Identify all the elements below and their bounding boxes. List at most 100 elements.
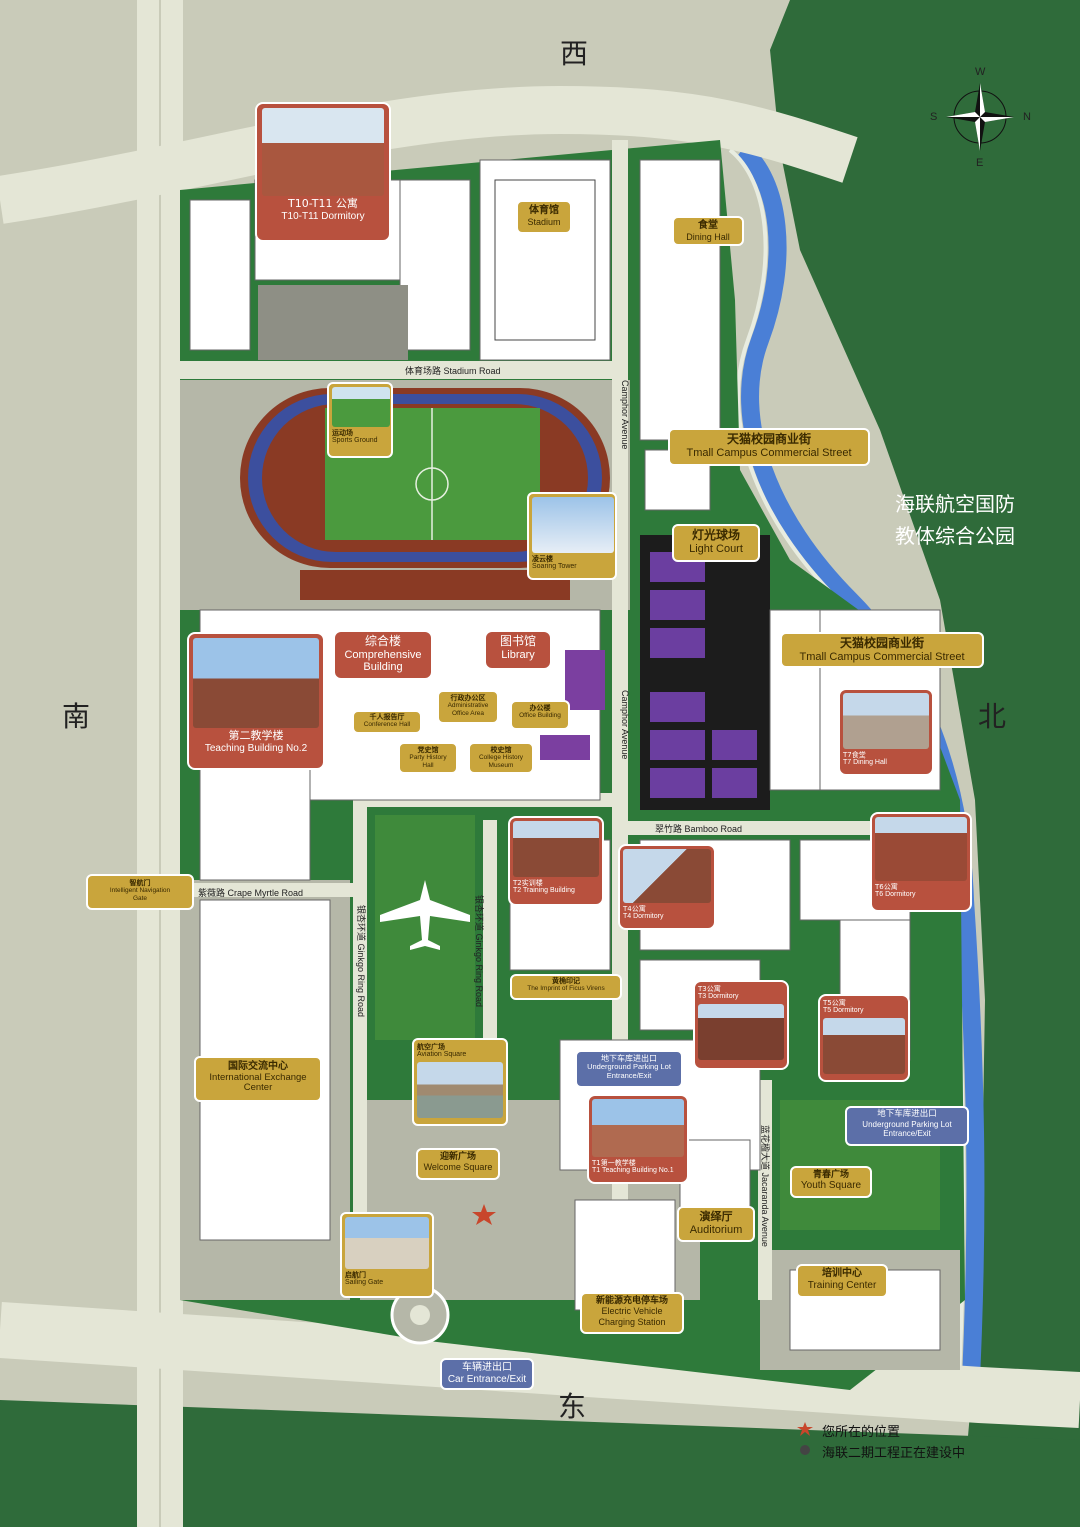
soaring-tower-photo xyxy=(532,497,614,553)
direction-east: 东 xyxy=(558,1390,587,1423)
label-t4-dormitory[interactable]: T4公寓 T4 Dormitory xyxy=(618,844,716,930)
aviation-square-photo xyxy=(417,1062,503,1119)
history-museum-zh: 校史馆 xyxy=(490,746,512,754)
label-college-history-museum[interactable]: 校史馆 College History Museum xyxy=(468,742,534,774)
underground1-en2: Entrance/Exit xyxy=(606,1070,652,1080)
label-underground-parking-2[interactable]: 地下车库进出口 Underground Parking Lot Entrance… xyxy=(845,1106,969,1146)
label-t5-dormitory[interactable]: T5公寓 T5 Dormitory xyxy=(818,994,910,1082)
aviation-square-zh: 航空广场 xyxy=(417,1043,445,1051)
intel-gate-en1: Intelligent Navigation xyxy=(109,887,171,895)
party-hall-en1: Party History xyxy=(409,754,447,762)
comprehensive-en1: Comprehensive xyxy=(344,648,422,661)
t4-photo xyxy=(623,849,711,903)
soaring-tower-zh: 凌云楼 xyxy=(532,555,553,563)
library-zh: 图书馆 xyxy=(499,634,536,648)
ficus-zh: 黄桷印记 xyxy=(552,977,580,985)
label-tmall-street-2[interactable]: 天猫校园商业街 Tmall Campus Commercial Street xyxy=(780,632,984,668)
label-soaring-tower[interactable]: 凌云楼 Soaring Tower xyxy=(527,492,617,580)
t4-zh: T4公寓 xyxy=(623,905,646,913)
intl-center-en1: International Exchange xyxy=(209,1071,307,1083)
car-entrance-en: Car Entrance/Exit xyxy=(447,1373,527,1385)
label-office-building[interactable]: 办公楼 Office Building xyxy=(510,700,570,730)
label-comprehensive-building[interactable]: 综合楼 Comprehensive Building xyxy=(333,630,433,680)
stadium-zh: 体育馆 xyxy=(529,205,559,216)
label-international-exchange-center[interactable]: 国际交流中心 International Exchange Center xyxy=(194,1056,322,1102)
label-sports-ground[interactable]: 运动场 Sports Ground xyxy=(327,382,393,458)
label-welcome-square[interactable]: 迎新广场 Welcome Square xyxy=(416,1148,500,1180)
label-aviation-square[interactable]: 航空广场 Aviation Square xyxy=(412,1038,508,1126)
admin-en1: Administrative xyxy=(447,702,489,710)
t6-en: T6 Dormitory xyxy=(875,891,916,899)
t7-zh: T7食堂 xyxy=(843,751,866,759)
soaring-tower-en: Soaring Tower xyxy=(532,563,577,571)
intel-gate-zh: 智航门 xyxy=(129,879,151,887)
t4-en: T4 Dormitory xyxy=(623,913,664,921)
t3-photo xyxy=(698,1004,784,1061)
t10-photo xyxy=(262,108,384,196)
label-intelligent-navigation-gate[interactable]: 智航门 Intelligent Navigation Gate xyxy=(86,874,194,910)
office-bldg-en: Office Building xyxy=(519,712,561,720)
label-conference-hall[interactable]: 千人报告厅 Conference Hall xyxy=(352,710,422,734)
label-t6-dormitory[interactable]: T6公寓 T6 Dormitory xyxy=(870,812,972,912)
road-crape-myrtle: 紫薇路 Crape Myrtle Road xyxy=(198,888,304,898)
label-car-entrance[interactable]: 车辆进出口 Car Entrance/Exit xyxy=(440,1358,534,1390)
label-admin-office[interactable]: 行政办公区 Administrative Office Area xyxy=(437,690,499,724)
underground1-zh: 地下车库进出口 xyxy=(601,1054,657,1063)
label-teaching-building-2[interactable]: 第二教学楼 Teaching Building No.2 xyxy=(187,632,325,770)
park-label-line2: 教体综合公园 xyxy=(895,524,1015,548)
t2-zh: T2实训楼 xyxy=(513,879,543,887)
conf-hall-en: Conference Hall xyxy=(363,721,411,729)
t6-zh: T6公寓 xyxy=(875,883,898,891)
label-t3-dormitory[interactable]: T3公寓 T3 Dormitory xyxy=(693,980,789,1070)
sports-ground-zh: 运动场 xyxy=(332,429,353,437)
t7-en: T7 Dining Hall xyxy=(843,759,887,767)
label-t2-training-building[interactable]: T2实训楼 T2 Training Building xyxy=(508,816,604,906)
label-party-history-hall[interactable]: 党史馆 Party History Hall xyxy=(398,742,458,774)
ev-station-zh: 新能源充电停车场 xyxy=(595,1296,668,1306)
t1-zh: T1第一教学楼 xyxy=(592,1159,636,1167)
label-tmall-street-1[interactable]: 天猫校园商业街 Tmall Campus Commercial Street xyxy=(668,428,870,466)
label-t1-teaching-building[interactable]: T1第一教学楼 T1 Teaching Building No.1 xyxy=(587,1094,689,1184)
label-ficus-imprint[interactable]: 黄桷印记 The Imprint of Ficus Virens xyxy=(510,974,622,1000)
t5-photo xyxy=(823,1018,905,1075)
conf-hall-zh: 千人报告厅 xyxy=(369,713,405,721)
road-camphor-upper: Camphor Avenue xyxy=(620,380,630,450)
label-library[interactable]: 图书馆 Library xyxy=(484,630,552,670)
tmall1-en: Tmall Campus Commercial Street xyxy=(686,446,852,459)
teaching2-photo xyxy=(193,638,319,728)
label-ev-charging-station[interactable]: 新能源充电停车场 Electric Vehicle Charging Stati… xyxy=(580,1292,684,1334)
ev-station-en2: Charging Station xyxy=(598,1316,666,1327)
t3-en: T3 Dormitory xyxy=(698,993,739,1001)
comprehensive-en2: Building xyxy=(363,661,403,674)
label-light-court[interactable]: 灯光球场 Light Court xyxy=(672,524,760,562)
label-auditorium[interactable]: 演绎厅 Auditorium xyxy=(677,1206,755,1242)
label-underground-parking-1[interactable]: 地下车库进出口 Underground Parking Lot Entrance… xyxy=(575,1050,683,1088)
road-jacaranda: 蓝花楹大道 Jacaranda Avenue xyxy=(760,1125,770,1247)
youth-square-en: Youth Square xyxy=(800,1180,862,1192)
label-dining-hall[interactable]: 食堂 Dining Hall xyxy=(672,216,744,246)
label-stadium[interactable]: 体育馆 Stadium xyxy=(516,200,572,234)
tmall2-zh: 天猫校园商业街 xyxy=(839,636,924,650)
label-training-center[interactable]: 培训中心 Training Center xyxy=(796,1264,888,1298)
label-youth-square[interactable]: 青春广场 Youth Square xyxy=(790,1166,872,1198)
welcome-square-zh: 迎新广场 xyxy=(439,1152,476,1162)
direction-south: 南 xyxy=(62,700,91,733)
party-hall-en2: Hall xyxy=(422,761,434,769)
label-t10-dormitory[interactable]: T10-T11 公寓 T10-T11 Dormitory xyxy=(255,102,391,242)
label-t7-dining-hall[interactable]: T7食堂 T7 Dining Hall xyxy=(838,688,934,776)
t6-photo xyxy=(875,817,967,881)
park-label-line1: 海联航空国防 xyxy=(895,492,1015,516)
road-ginkgo-right: 银杏环道 Ginkgo Ring Road xyxy=(474,895,484,1008)
auditorium-zh: 演绎厅 xyxy=(699,1210,733,1223)
history-museum-en2: Museum xyxy=(488,761,514,769)
label-sailing-gate[interactable]: 启航门 Sailing Gate xyxy=(340,1212,434,1298)
t2-photo xyxy=(513,821,599,877)
ev-station-en1: Electric Vehicle xyxy=(601,1306,663,1317)
road-camphor-lower: Camphor Avenue xyxy=(620,690,630,760)
sailing-gate-photo xyxy=(345,1217,429,1269)
underground1-en1: Underground Parking Lot xyxy=(587,1062,671,1072)
road-stadium: 体育场路 Stadium Road xyxy=(405,366,501,376)
comprehensive-zh: 综合楼 xyxy=(364,634,401,648)
light-court-en: Light Court xyxy=(689,542,743,555)
